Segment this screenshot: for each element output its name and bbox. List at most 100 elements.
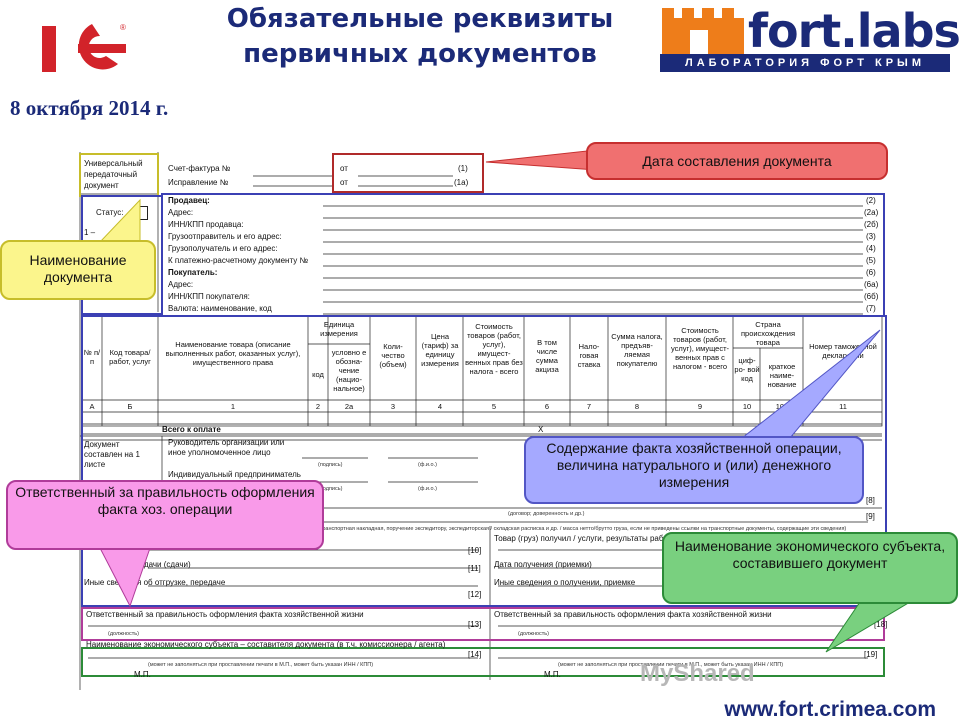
code-9: [9] [866,512,875,521]
code-14: [14] [468,650,482,659]
consignee: Грузополучатель и его адрес: [168,244,278,253]
buyer-inn: ИНН/КПП покупателя: [168,292,250,301]
buyer-label: Покупатель: [168,268,218,277]
sign-caption-2: (подпись) [318,486,343,492]
th-country: Страна происхождения товара [740,320,796,347]
fio-caption-2: (ф.и.о.) [418,486,437,492]
resp-line-right: Ответственный за правильность оформления… [494,610,772,619]
transport-note: (транспортная накладная, поручение экспе… [318,526,847,532]
col-letter-8: 8 [634,402,640,411]
stamp-note-left: (может не заполняться при проставлении п… [148,662,374,668]
position-caption-left: (должность) [108,631,139,637]
seller-label: Продавец: [168,196,210,205]
th-cost: Стоимость товаров (работ, услуг), имущес… [465,322,523,376]
col-letter-11: 11 [839,402,847,411]
code-2: (2) [866,196,876,205]
other-receipt-label: Иные сведения о получении, приемке [494,578,636,587]
col-letter-5: 5 [491,402,497,411]
mp-left: М.П. [134,670,151,679]
invoice-label: Счет-фактура № [168,164,231,173]
presentation-date: 8 октября 2014 г. [10,96,169,120]
th-name: Наименование товара (описание выполненны… [165,340,301,367]
code-2a: (2а) [864,208,879,217]
page-title: Обязательные реквизиты первичных докумен… [226,4,614,69]
payment-doc: К платежно-расчетному документу № [168,256,309,265]
code-11: [11] [468,564,481,573]
callout-date: Дата составления документа [586,142,888,180]
doc-composed: Документ составлен на 1 листе [84,440,140,469]
status-note: 1 – [84,228,96,237]
col-letter-2: 2 [315,402,321,411]
th-unit-national: условно е обозна- чение (нацио- нальное) [331,348,367,393]
correction-label: Исправление № [168,178,229,187]
callout-economic-subject: Наименование экономического субъекта, со… [662,532,958,604]
code-12: [12] [468,590,482,599]
goods-received-label: Товар (груз) получил / услуги, результат… [494,534,726,543]
code-6: (6) [866,268,876,277]
th-code: Код товара/ работ, услуг [109,348,151,366]
code-1a: (1а) [454,178,469,187]
position-caption-right: (должность) [518,631,549,637]
fort-tower-icon [662,8,744,54]
svg-text:®: ® [120,23,126,32]
basis-note: (договор; доверенность и др.) [508,511,585,517]
callout-doc-name: Наименование документа [0,240,156,300]
watermark: MyShared [640,660,755,687]
code-2b: (2б) [864,220,879,229]
code-5: (5) [866,256,876,265]
stamp-note-right: (может не заполняться при проставлении п… [558,662,784,668]
col-letter-10: 10 [742,402,752,411]
econ-line-left: Наименование экономического субъекта – с… [86,640,446,649]
seller-inn: ИНН/КПП продавца: [168,220,244,229]
th-excise: В том числе сумма акциза [535,338,559,374]
status-label: Статус: [96,208,124,217]
from-label-2: от [340,178,348,187]
logo-1c: ® [42,23,126,72]
code-1: (1) [458,164,468,173]
total-x: Х [538,425,544,434]
code-6b: (6б) [864,292,879,301]
code-13: [13] [468,620,482,629]
col-letter-2a: 2а [344,402,354,411]
col-letter-b: Б [127,402,133,411]
th-unit: Единица измерения [320,320,358,338]
other-ship-label: Иные сведения об отгрузке, передаче [84,578,226,587]
code-4: (4) [866,244,876,253]
head-org-label: Руководитель организации или иное уполно… [168,438,285,457]
code-18: [18] [874,620,888,629]
col-letter-1: 1 [230,402,236,411]
from-label-1: от [340,164,348,173]
col-letter-6: 6 [544,402,550,411]
th-tax: Сумма налога, предъяв- ляемая покупателю [611,332,663,368]
mp-right: М.П. [544,670,561,679]
code-7: (7) [866,304,876,313]
th-total: Стоимость товаров (работ, услуг), имущес… [670,326,730,371]
code-8: [8] [866,496,875,505]
th-rate: Нало- говая ставка [577,342,601,369]
callout-responsible: Ответственный за правильность оформления… [6,480,324,550]
col-letter-9: 9 [697,402,703,411]
col-letter-7: 7 [586,402,592,411]
total-label: Всего к оплате [162,425,221,434]
code-3: (3) [866,232,876,241]
currency: Валюта: наименование, код [168,304,272,313]
col-letter-4: 4 [437,402,443,411]
upd-label: Универсальный передаточный документ [84,159,143,190]
buyer-address: Адрес: [168,280,194,289]
th-country-code: циф- ро- вой код [734,356,760,383]
fort-labs-logo: fort.labs [748,4,960,58]
th-country-name: краткое наиме- нование [767,362,797,389]
seller-address: Адрес: [168,208,194,217]
th-price: Цена (тариф) за единицу измерения [421,332,459,368]
th-unit-code: код [312,370,324,379]
code-19: [19] [864,650,878,659]
receipt-date-label: Дата получения (приемки) [494,560,592,569]
code-10: [10] [468,546,482,555]
sign-caption-1: (подпись) [318,462,343,468]
code-6a: (6а) [864,280,879,289]
col-letter-3: 3 [390,402,396,411]
th-qty: Коли- чество (объем) [379,342,407,369]
col-letter-a: А [89,402,95,411]
website-link[interactable]: www.fort.crimea.com [724,698,936,721]
fio-caption-1: (ф.и.о.) [418,462,437,468]
